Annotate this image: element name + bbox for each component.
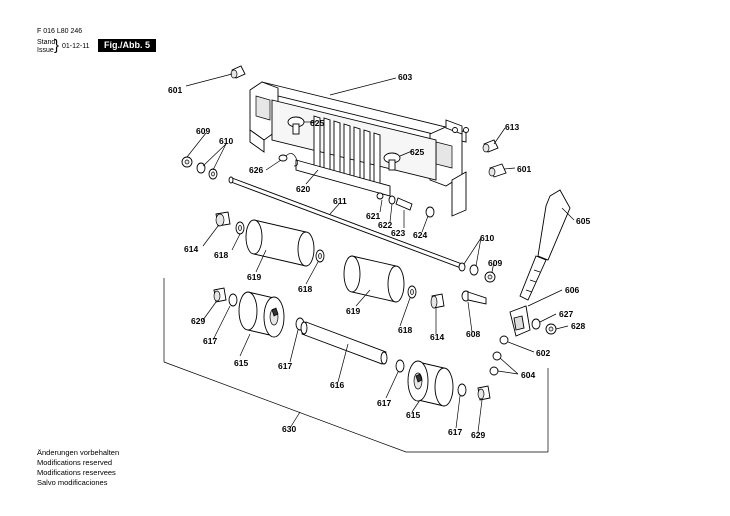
callout-601: 601: [168, 85, 182, 95]
callout-617: 617: [203, 336, 217, 346]
callout-620: 620: [296, 184, 310, 194]
callout-625: 625: [410, 147, 424, 157]
callout-623: 623: [391, 228, 405, 238]
stand-label: Stand: [37, 39, 56, 46]
wheel-615-left: [238, 291, 285, 338]
comb-teeth: [313, 115, 381, 194]
callout-615: 615: [234, 358, 248, 368]
spring-626: [278, 153, 298, 167]
callout-609: 609: [488, 258, 502, 268]
callout-615: 615: [406, 410, 420, 420]
spacer-614-left: [215, 211, 231, 227]
nut-602: [499, 335, 509, 345]
handle-605: [519, 189, 571, 301]
issue-label: Issue: [37, 47, 54, 54]
callout-606: 606: [565, 285, 579, 295]
callout-614: 614: [184, 244, 198, 254]
note-line: Änderungen vorbehalten: [37, 448, 120, 457]
washer-617-a: [228, 293, 238, 307]
callout-labels: 601 603 609 610 625 613 625 601 626 620 …: [168, 72, 590, 440]
assembly-bracket-630: [163, 278, 549, 453]
roller-619-left: [245, 219, 315, 267]
washers-609-610-right: [458, 262, 496, 283]
spacer-629-right: [477, 385, 491, 401]
callout-609: 609: [196, 126, 210, 136]
part-drawings: [163, 65, 571, 453]
brace: }: [54, 37, 60, 54]
spacer-629-left: [213, 287, 227, 303]
callout-621: 621: [366, 211, 380, 221]
washer-617-c: [395, 359, 405, 373]
axle-616: [300, 321, 388, 365]
wheel-615-right: [407, 360, 454, 407]
knob-625-left: [287, 116, 305, 135]
callout-618: 618: [298, 284, 312, 294]
callout-622: 622: [378, 220, 392, 230]
leader-lines: [185, 73, 575, 433]
washer-627: [531, 318, 541, 330]
callout-618: 618: [398, 325, 412, 335]
callout-602: 602: [536, 348, 550, 358]
callout-630: 630: [282, 424, 296, 434]
note-line: Salvo modificaciones: [37, 478, 108, 487]
callout-619: 619: [346, 306, 360, 316]
callout-616: 616: [330, 380, 344, 390]
callout-627: 627: [559, 309, 573, 319]
callout-617: 617: [448, 427, 462, 437]
callout-601: 601: [517, 164, 531, 174]
washer-618-b: [315, 249, 325, 263]
knob-625-right: [383, 152, 401, 171]
callout-605: 605: [576, 216, 590, 226]
note-line: Modifications reservees: [37, 468, 116, 477]
figure-label: Fig./Abb. 5: [98, 39, 156, 52]
callout-610: 610: [219, 136, 233, 146]
callout-625: 625: [310, 118, 324, 128]
bushing-601-right: [488, 163, 507, 178]
callout-619: 619: [247, 272, 261, 282]
nuts-604: [489, 351, 502, 376]
washers-609-610-left: [181, 156, 218, 180]
bracket-606: [509, 305, 531, 337]
callout-613: 613: [505, 122, 519, 132]
callout-618: 618: [214, 250, 228, 260]
frame-assembly-603: [249, 81, 469, 217]
washer-617-d: [457, 383, 467, 397]
callout-629: 629: [191, 316, 205, 326]
bushing-601-left: [230, 65, 246, 79]
modification-notes: Änderungen vorbehalten Modifications res…: [37, 448, 119, 488]
callout-626: 626: [249, 165, 263, 175]
callout-604: 604: [521, 370, 535, 380]
callout-611: 611: [333, 196, 347, 206]
washer-618-a: [235, 221, 245, 235]
callout-617: 617: [377, 398, 391, 408]
callout-629: 629: [471, 430, 485, 440]
callout-614: 614: [430, 332, 444, 342]
note-line: Modifications reserved: [37, 458, 113, 467]
washer-618-c: [407, 285, 417, 299]
callout-617: 617: [278, 361, 292, 371]
callout-624: 624: [413, 230, 427, 240]
hardware-621-624: [376, 192, 435, 218]
callout-608: 608: [466, 329, 480, 339]
spacer-614-right: [430, 293, 445, 309]
part-number: F 016 L80 246: [37, 28, 83, 35]
callout-610: 610: [480, 233, 494, 243]
roller-619-right: [343, 255, 405, 303]
bolt-608: [461, 290, 487, 305]
callout-628: 628: [571, 321, 585, 331]
callout-603: 603: [398, 72, 412, 82]
nut-628: [545, 323, 557, 335]
issue-date: 01-12-11: [62, 43, 90, 50]
